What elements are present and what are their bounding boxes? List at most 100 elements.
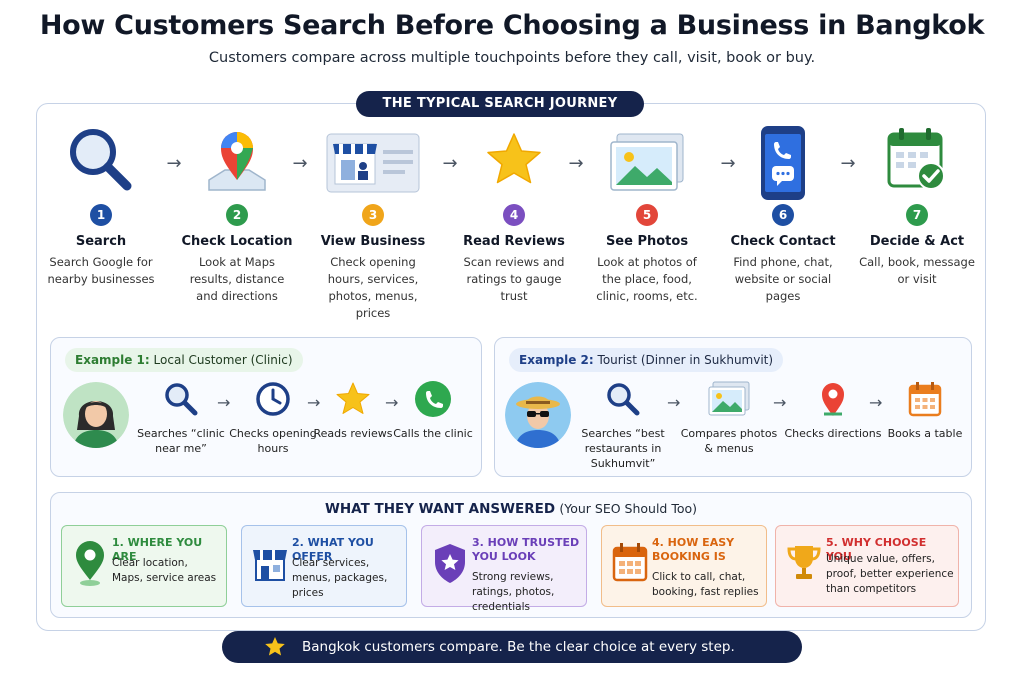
arrow-icon: → bbox=[166, 153, 182, 174]
step-number-badge: 4 bbox=[503, 204, 525, 226]
example-2-step-text: Compares photos & menus bbox=[680, 427, 778, 455]
arrow-icon: → bbox=[442, 153, 458, 174]
step-number-badge: 6 bbox=[772, 204, 794, 226]
step-label: Decide & Act bbox=[869, 234, 965, 249]
shield-star-icon bbox=[435, 544, 465, 583]
step-description: Look at photos of the place, food, clini… bbox=[596, 255, 698, 303]
step-label: Check Contact bbox=[730, 234, 836, 249]
photo-gallery-icon bbox=[610, 133, 684, 191]
card-description: Clear location, Maps, service areas bbox=[112, 557, 217, 584]
photo-icon bbox=[708, 381, 750, 416]
example-1-step: Calls the clinic bbox=[383, 380, 483, 441]
card-description: Unique value, offers, proof, better expe… bbox=[826, 553, 954, 595]
step-description: Check opening hours, services, photos, m… bbox=[327, 255, 419, 320]
example-2-step-text: Books a table bbox=[887, 427, 963, 440]
calendar-icon bbox=[908, 382, 942, 417]
example-1-step-text: Searches “clinic near me” bbox=[137, 427, 225, 455]
calendar-check-icon bbox=[887, 128, 945, 190]
step-read-reviews: 4 Read Reviews Scan reviews and ratings … bbox=[449, 124, 579, 305]
example-1-prefix: Example 1: bbox=[75, 353, 150, 367]
card-title: 3. HOW TRUSTED YOU LOOK bbox=[472, 536, 580, 563]
star-icon bbox=[265, 637, 285, 656]
magnifier-icon bbox=[70, 129, 132, 191]
calendar-icon bbox=[612, 543, 648, 582]
example-1-step: Reads reviews bbox=[303, 380, 403, 441]
avatar bbox=[505, 382, 571, 448]
step-check-contact: 6 Check Contact Find phone, chat, websit… bbox=[718, 124, 848, 305]
card-description: Strong reviews, ratings, photos, credent… bbox=[472, 571, 555, 613]
footer-banner: Bangkok customers compare. Be the clear … bbox=[222, 631, 802, 663]
step-number-badge: 1 bbox=[90, 204, 112, 226]
want-heading: WHAT THEY WANT ANSWERED (Your SEO Should… bbox=[51, 501, 971, 517]
step-description: Scan reviews and ratings to gauge trust bbox=[463, 255, 565, 303]
example-2-step: Checks directions bbox=[783, 380, 883, 441]
example-1-tag: Example 1: Local Customer (Clinic) bbox=[65, 348, 303, 372]
example-1-label: Local Customer (Clinic) bbox=[153, 353, 293, 367]
step-description: Call, book, message or visit bbox=[859, 255, 975, 286]
example-2-panel: Example 2: Tourist (Dinner in Sukhumvit)… bbox=[494, 337, 972, 477]
star-icon bbox=[487, 133, 541, 184]
tourist-avatar-icon bbox=[505, 382, 571, 448]
step-label: See Photos bbox=[605, 234, 689, 249]
want-subtitle: (Your SEO Should Too) bbox=[559, 501, 698, 516]
example-2-step: Compares photos & menus bbox=[679, 380, 779, 456]
magnifier-icon bbox=[607, 383, 640, 416]
location-pin-icon bbox=[76, 541, 104, 586]
example-1-step: Checks opening hours bbox=[223, 380, 323, 456]
card-title: 4. HOW EASY BOOKING IS bbox=[652, 536, 735, 563]
woman-avatar-icon bbox=[63, 382, 129, 448]
magnifier-icon bbox=[165, 383, 198, 416]
example-2-prefix: Example 2: bbox=[519, 353, 594, 367]
step-view-business: 3 View Business Check opening hours, ser… bbox=[308, 124, 438, 322]
storefront-card-icon bbox=[326, 133, 420, 193]
arrow-icon: → bbox=[667, 393, 681, 412]
map-pin-icon bbox=[208, 132, 266, 191]
trophy-icon bbox=[787, 546, 821, 579]
step-number-badge: 2 bbox=[226, 204, 248, 226]
card-what-you-offer: 2. WHAT YOU OFFER Clear services, menus,… bbox=[241, 525, 407, 607]
step-description: Search Google for nearby businesses bbox=[47, 255, 155, 286]
what-they-want-panel: WHAT THEY WANT ANSWERED (Your SEO Should… bbox=[50, 492, 972, 618]
example-2-label: Tourist (Dinner in Sukhumvit) bbox=[597, 353, 774, 367]
example-1-step-text: Calls the clinic bbox=[393, 427, 473, 440]
phone-call-icon bbox=[415, 381, 451, 417]
arrow-icon: → bbox=[307, 393, 321, 412]
clock-icon bbox=[256, 382, 290, 416]
step-description: Find phone, chat, website or social page… bbox=[733, 255, 833, 303]
step-label: View Business bbox=[320, 234, 426, 249]
step-number-badge: 5 bbox=[636, 204, 658, 226]
page-subtitle: Customers compare across multiple touchp… bbox=[208, 50, 816, 66]
example-2-step: Books a table bbox=[875, 380, 975, 441]
step-see-photos: 5 See Photos Look at photos of the place… bbox=[582, 124, 712, 305]
example-1-step-text: Checks opening hours bbox=[229, 427, 317, 455]
arrow-icon: → bbox=[217, 393, 231, 412]
step-check-location: 2 Check Location Look at Maps results, d… bbox=[172, 124, 302, 305]
example-2-tag: Example 2: Tourist (Dinner in Sukhumvit) bbox=[509, 348, 784, 372]
footer-text: Bangkok customers compare. Be the clear … bbox=[302, 639, 735, 655]
card-how-trusted: 3. HOW TRUSTED YOU LOOK Strong reviews, … bbox=[421, 525, 587, 613]
card-how-easy-booking: 4. HOW EASY BOOKING IS Click to call, ch… bbox=[601, 525, 767, 607]
example-2-step: Searches “best restaurants in Sukhumvit” bbox=[573, 380, 673, 471]
shop-icon bbox=[253, 550, 287, 581]
phone-chat-icon bbox=[761, 126, 805, 200]
arrow-icon: → bbox=[385, 393, 399, 412]
example-1-step-text: Reads reviews bbox=[313, 427, 393, 440]
step-label: Search bbox=[75, 234, 127, 249]
card-title: 1. WHERE YOU ARE bbox=[112, 536, 203, 563]
step-label: Check Location bbox=[181, 234, 293, 249]
page-title: How Customers Search Before Choosing a B… bbox=[39, 10, 985, 41]
arrow-icon: → bbox=[773, 393, 787, 412]
arrow-icon: → bbox=[869, 393, 883, 412]
card-why-choose-you: 5. WHY CHOOSE YOU Unique value, offers, … bbox=[775, 525, 959, 607]
arrow-icon: → bbox=[840, 153, 856, 174]
card-title: 5. WHY CHOOSE YOU bbox=[826, 536, 927, 563]
arrow-icon: → bbox=[292, 153, 308, 174]
star-icon bbox=[336, 382, 370, 414]
journey-label: THE TYPICAL SEARCH JOURNEY bbox=[356, 91, 644, 117]
example-2-step-text: Searches “best restaurants in Sukhumvit” bbox=[581, 427, 665, 470]
example-1-step: Searches “clinic near me” bbox=[131, 380, 231, 456]
want-title: WHAT THEY WANT ANSWERED bbox=[324, 501, 556, 517]
example-1-panel: Example 1: Local Customer (Clinic) Searc… bbox=[50, 337, 482, 477]
avatar bbox=[63, 382, 129, 448]
arrow-icon: → bbox=[720, 153, 736, 174]
